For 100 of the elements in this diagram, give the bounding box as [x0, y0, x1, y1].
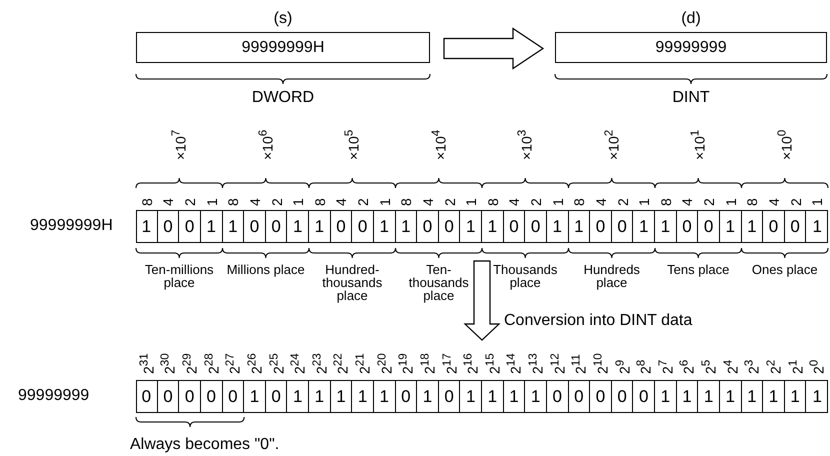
bit-cell: 1: [200, 211, 222, 242]
bit-weight: 2: [442, 198, 457, 206]
bit-cell: 1: [720, 381, 742, 412]
bit-cell: 0: [200, 381, 222, 412]
bit-cell: 1: [309, 211, 331, 242]
bit-weight: 2: [183, 198, 198, 206]
digit-place-label: Ones place: [750, 263, 819, 276]
bit-cell: 1: [244, 381, 266, 412]
bit-cell: 1: [417, 381, 439, 412]
bit-cell: 1: [806, 381, 828, 412]
bit-cell: 0: [546, 381, 568, 412]
bit-cell: 1: [742, 381, 764, 412]
bit-cell: 1: [742, 211, 764, 242]
bit-weight: 4: [248, 198, 262, 206]
bit-cell: 0: [158, 381, 180, 412]
bit-cell: 1: [374, 381, 396, 412]
bit-weight: 1: [637, 198, 652, 206]
bit-cell: 1: [287, 381, 309, 412]
bit-cell: 1: [396, 211, 418, 242]
bit-weight: 1: [550, 198, 565, 206]
register-value-label: 99999999: [18, 387, 90, 405]
bit-cell: 0: [352, 211, 374, 242]
block-arrow: [463, 260, 501, 341]
bit-weight: 4: [420, 198, 435, 206]
bit-weight: 2: [702, 198, 716, 206]
bit-cell: 1: [720, 211, 742, 242]
bit-cell: 1: [482, 381, 504, 412]
bit-cell: 0: [525, 211, 547, 242]
bit-cell: 0: [568, 381, 590, 412]
bit-cell: 1: [136, 211, 158, 242]
bit-cell: 1: [309, 381, 331, 412]
bit-weight: 4: [680, 198, 694, 206]
data-type-label: DINT: [671, 89, 711, 107]
bit-weight: 1: [291, 198, 306, 206]
bit-cell: 0: [330, 211, 352, 242]
bit-weight: 8: [140, 198, 154, 206]
bit-weight: 8: [486, 198, 500, 206]
bit-weight: 4: [507, 198, 522, 206]
block-arrow: [443, 27, 544, 70]
bit-cell: 1: [482, 211, 504, 242]
bit-cell: 0: [417, 211, 439, 242]
bit-weight: 1: [724, 198, 738, 206]
bit-cell: 0: [438, 381, 460, 412]
digit-place-label: Hundred-thousands place: [321, 263, 384, 302]
digit-place-label: Hundreds place: [582, 263, 641, 289]
bit-cell: 0: [612, 211, 634, 242]
bit-weight: 4: [766, 198, 781, 206]
data-box: 99999999: [555, 32, 827, 63]
bit-cell: 1: [287, 211, 309, 242]
bit-cell: 1: [676, 381, 698, 412]
bit-cell: 0: [266, 381, 288, 412]
bit-cell: 0: [179, 381, 201, 412]
digit-place-label: Millions place: [226, 263, 306, 276]
bit-cell: 1: [655, 211, 677, 242]
bit-cell: 0: [438, 211, 460, 242]
data-type-label: DWORD: [250, 89, 316, 107]
register-value-label: 99999999H: [30, 217, 113, 235]
bit-cell: 0: [136, 381, 158, 412]
register-row: [136, 380, 828, 413]
digit-place-label: Ten-millions place: [144, 263, 215, 289]
bit-cell: 0: [633, 381, 655, 412]
bit-cell: 0: [179, 211, 201, 242]
bit-weight: 4: [594, 198, 608, 206]
bit-weight: 2: [788, 198, 803, 206]
register-row: [136, 210, 828, 243]
bit-weight: 1: [810, 198, 824, 206]
bit-cell: 1: [352, 381, 374, 412]
bit-cell: 1: [374, 211, 396, 242]
bit-cell: 1: [633, 211, 655, 242]
bit-cell: 1: [655, 381, 677, 412]
bit-cell: 0: [266, 211, 288, 242]
bit-weight: 8: [745, 198, 760, 206]
bit-weight: 8: [658, 198, 673, 206]
bit-cell: 1: [222, 211, 244, 242]
bit-weight: 1: [378, 198, 392, 206]
bit-weight: 8: [572, 198, 586, 206]
bit-cell: 0: [763, 211, 785, 242]
bit-weight: 1: [204, 198, 219, 206]
bit-cell: 1: [546, 211, 568, 242]
bit-cell: 0: [158, 211, 180, 242]
bit-cell: 1: [525, 381, 547, 412]
operand-label: (s): [272, 10, 294, 28]
bit-weight: 4: [161, 198, 176, 206]
bit-cell: 0: [612, 381, 634, 412]
bit-weight: 2: [270, 198, 284, 206]
bit-cell: 0: [698, 211, 720, 242]
bit-cell: 0: [222, 381, 244, 412]
bit-cell: 0: [244, 211, 266, 242]
bit-weight: 2: [529, 198, 544, 206]
bit-cell: 1: [784, 381, 806, 412]
bit-cell: 1: [698, 381, 720, 412]
bit-cell: 0: [504, 211, 526, 242]
bit-cell: 0: [590, 211, 612, 242]
bit-weight: 8: [399, 198, 414, 206]
bit-cell: 1: [460, 381, 482, 412]
bit-cell: 1: [568, 211, 590, 242]
digit-place-label: Tens place: [666, 263, 730, 276]
bit-cell: 1: [504, 381, 526, 412]
digit-place-label: Ten-thousands place: [408, 263, 470, 302]
bit-weight: 4: [334, 198, 348, 206]
